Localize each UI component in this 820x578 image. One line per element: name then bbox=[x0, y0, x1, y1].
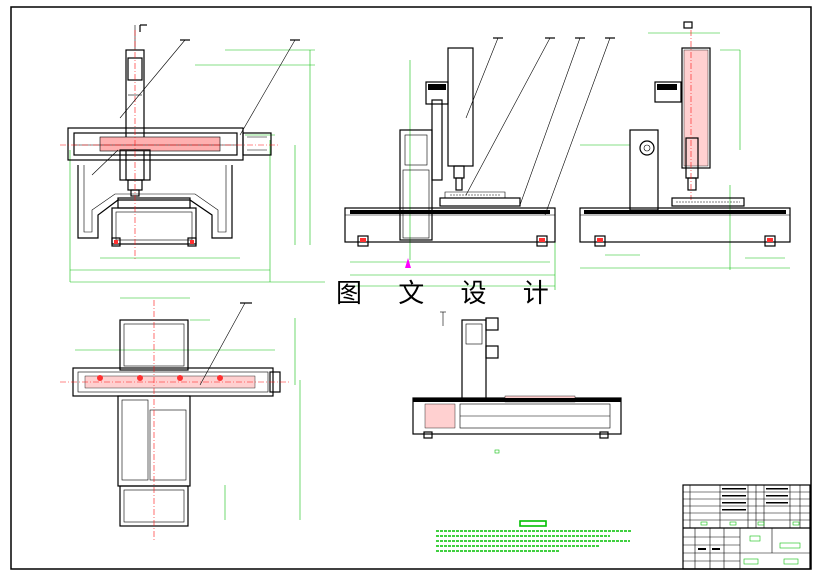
top-view bbox=[60, 297, 301, 540]
front-view bbox=[60, 24, 325, 283]
title-block bbox=[682, 484, 811, 570]
technical-notes bbox=[436, 520, 632, 552]
sheet-border bbox=[10, 6, 812, 570]
section-view bbox=[412, 311, 622, 454]
side-view-2 bbox=[579, 21, 791, 270]
side-view-1 bbox=[344, 37, 615, 290]
drawing-caption: 图 文 设 计 bbox=[336, 279, 563, 309]
